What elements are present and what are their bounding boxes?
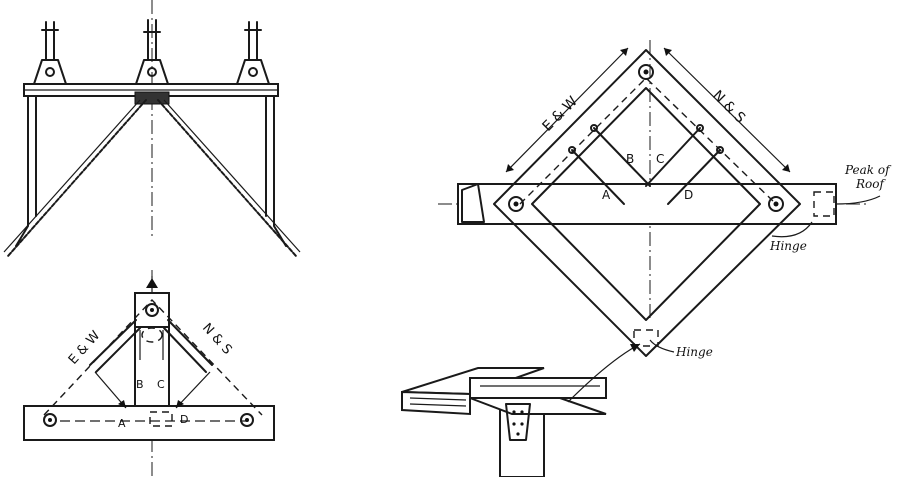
plan-label-a: A — [118, 417, 126, 430]
plan-label-c: C — [157, 378, 165, 391]
peak-of-roof-label-2: Roof — [855, 177, 886, 191]
enlarged-wing-nut-left — [508, 196, 524, 212]
hinge-right-label: Hinge — [769, 239, 807, 253]
enlarged-label-d: D — [684, 188, 693, 202]
enlarged-plan-view — [438, 40, 881, 357]
clamp-left — [33, 21, 67, 85]
plan-label-d: D — [180, 413, 188, 426]
clamp-center — [135, 19, 169, 85]
enlarged-label-ns: N & S — [709, 88, 748, 127]
enlarged-label-a: A — [602, 188, 611, 202]
peak-of-roof-label: Peak of — [844, 163, 892, 177]
wing-nut-left — [43, 413, 57, 427]
wing-nut-right — [240, 413, 254, 427]
plan-view — [23, 270, 275, 477]
enlarged-wing-nut-top — [638, 64, 654, 80]
enlarged-label-c: C — [656, 152, 664, 166]
plan-label-b: B — [136, 378, 144, 391]
hinge-bottom-label: Hinge — [675, 345, 713, 359]
enlarged-label-ew: E & W — [540, 93, 581, 134]
front-elevation-view — [3, 0, 301, 257]
enlarged-label-b: B — [626, 152, 634, 166]
plan-label-ns: N & S — [199, 321, 234, 358]
clamp-right — [236, 21, 270, 85]
plan-label-ew: E & W — [66, 328, 104, 367]
center-block — [134, 91, 170, 105]
enlarged-wing-nut-right — [768, 196, 784, 212]
wing-nut-top — [145, 303, 159, 317]
hinge-detail-view — [401, 343, 641, 477]
